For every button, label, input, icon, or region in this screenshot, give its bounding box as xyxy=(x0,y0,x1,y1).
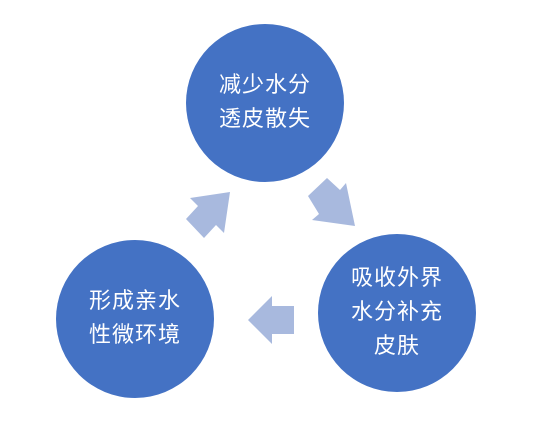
node-top-line-1: 减少水分 xyxy=(218,72,311,98)
node-top-line-2: 透皮散失 xyxy=(218,107,311,132)
node-reduce-water-loss: 减少水分 透皮散失 xyxy=(186,24,344,182)
node-absorb-external-water: 吸收外界 水分补充 皮肤 xyxy=(318,234,476,392)
node-left-line-2: 性微环境 xyxy=(88,323,181,348)
node-right-line-1: 吸收外界 xyxy=(350,265,443,291)
arrow-left-to-top xyxy=(186,192,230,238)
node-right-line-2: 水分补充 xyxy=(350,299,443,325)
arrow-top-to-right xyxy=(308,178,355,226)
node-hydrophilic-microenvironment: 形成亲水 性微环境 xyxy=(56,240,214,398)
node-left-line-1: 形成亲水 xyxy=(88,288,181,314)
arrow-right-to-left xyxy=(248,296,294,344)
node-right-line-3: 皮肤 xyxy=(373,334,420,360)
